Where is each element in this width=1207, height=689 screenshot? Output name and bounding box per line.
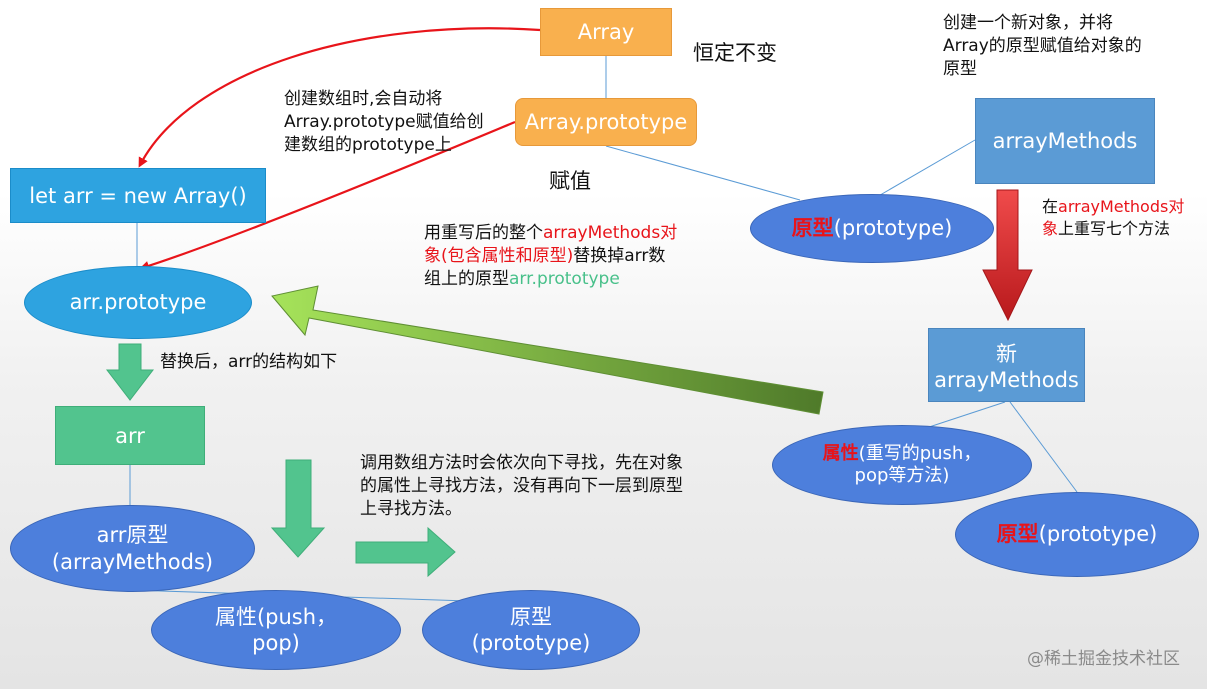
new-props-ellipse: 属性(重写的push， pop等方法)	[772, 425, 1032, 505]
new-props-red: 属性	[822, 442, 859, 464]
right-proto-red: 原型	[791, 216, 834, 241]
link-newam-to-proto	[1009, 401, 1078, 493]
props-line1: 属性(push，	[214, 604, 338, 629]
override-note: 在arrayMethods对 象上重写七个方法	[1042, 196, 1184, 239]
big-red-arrow	[982, 189, 1033, 322]
new-proto-ellipse: 原型(prototype)	[955, 492, 1199, 577]
lookup-line1: 调用数组方法时会依次向下寻找，先在对象	[360, 453, 683, 473]
lookup-note: 调用数组方法时会依次向下寻找，先在对象 的属性上寻找方法，没有再向下一层到原型 …	[360, 452, 683, 521]
new-props-rest: (重写的push，	[858, 442, 982, 464]
create-arr-note: 创建数组时,会自动将 Array.prototype赋值给创 建数组的proto…	[284, 88, 484, 157]
green-right-arrow	[355, 526, 456, 578]
replace-red2: 象(包含属性和原型)	[424, 245, 574, 266]
arr-proto-line2: (arrayMethods)	[51, 549, 214, 574]
arr-prototype-ellipse: arr.prototype	[24, 266, 252, 339]
create-obj-line3: 原型	[943, 58, 977, 79]
props-ellipse: 属性(push， pop)	[151, 590, 401, 670]
create-arr-line1: 创建数组时,会自动将	[284, 89, 443, 109]
props-line2: pop)	[252, 631, 300, 655]
create-arr-line2: Array.prototype赋值给创	[284, 111, 484, 132]
green-down-arrow-2	[270, 459, 326, 558]
after-replace-note: 替换后，arr的结构如下	[160, 352, 338, 372]
new-array-methods-label: 新arrayMethods	[934, 342, 1079, 392]
new-proto-rest: (prototype)	[1038, 522, 1158, 547]
lookup-line3: 上寻找方法。	[360, 498, 462, 519]
replace-line3: 组上的原型	[424, 268, 509, 289]
new-array-methods-box: 新arrayMethods	[928, 328, 1085, 402]
create-arr-line3: 建数组的prototype上	[284, 134, 452, 155]
arr-box: arr	[55, 406, 205, 465]
replace-green: arr.prototype	[509, 268, 620, 289]
big-green-arrow	[271, 285, 824, 415]
red-arrow-array-to-letarr	[138, 27, 541, 168]
arr-proto-line1: arr原型	[96, 523, 169, 548]
override-red2: 象	[1042, 218, 1059, 238]
let-arr-label: let arr = new Array()	[29, 183, 247, 208]
right-proto-ellipse: 原型(prototype)	[750, 194, 994, 263]
create-obj-note: 创建一个新对象，并将 Array的原型赋值给对象的 原型	[943, 12, 1142, 81]
proto-line1: 原型	[509, 604, 552, 629]
arr-label: arr	[115, 423, 145, 448]
override-red: arrayMethods对	[1058, 197, 1185, 216]
new-proto-red: 原型	[996, 522, 1039, 547]
array-prototype-label: Array.prototype	[524, 110, 688, 134]
new-props-line2: pop等方法)	[854, 465, 950, 486]
link-arraymethods-to-rproto	[874, 139, 976, 199]
watermark: @稀土掘金技术社区	[1027, 649, 1180, 669]
array-methods-box: arrayMethods	[975, 98, 1155, 184]
override-pre: 在	[1042, 197, 1059, 216]
create-obj-line1: 创建一个新对象，并将	[943, 13, 1113, 33]
constant-label: 恒定不变	[693, 41, 777, 65]
arr-prototype-label: arr.prototype	[69, 290, 207, 315]
proto-ellipse: 原型 (prototype)	[422, 590, 640, 670]
right-proto-rest: (prototype)	[833, 216, 953, 241]
red-arrow-prototype-to-arrproto	[139, 120, 516, 271]
green-down-arrow-1	[105, 343, 155, 401]
let-arr-box: let arr = new Array()	[10, 168, 266, 223]
array-box: Array	[540, 8, 672, 56]
array-methods-label: arrayMethods	[992, 129, 1138, 153]
override-post: 上重写七个方法	[1058, 218, 1171, 238]
link-prototype-to-rproto	[605, 145, 801, 201]
replace-note: 用重写后的整个arrayMethods对 象(包含属性和原型)替换掉arr数 组…	[424, 222, 677, 291]
replace-mid: 替换掉arr数	[573, 245, 666, 266]
arr-proto-methods-ellipse: arr原型 (arrayMethods)	[10, 505, 255, 592]
create-obj-line2: Array的原型赋值给对象的	[943, 35, 1142, 56]
lookup-line2: 的属性上寻找方法，没有再向下一层到原型	[360, 475, 683, 496]
replace-pre: 用重写后的整个	[424, 223, 543, 243]
array-prototype-box: Array.prototype	[515, 98, 697, 146]
array-label: Array	[577, 20, 635, 44]
assign-label: 赋值	[549, 169, 591, 193]
replace-red1: arrayMethods对	[543, 223, 678, 243]
proto-line2: (prototype)	[471, 631, 591, 655]
